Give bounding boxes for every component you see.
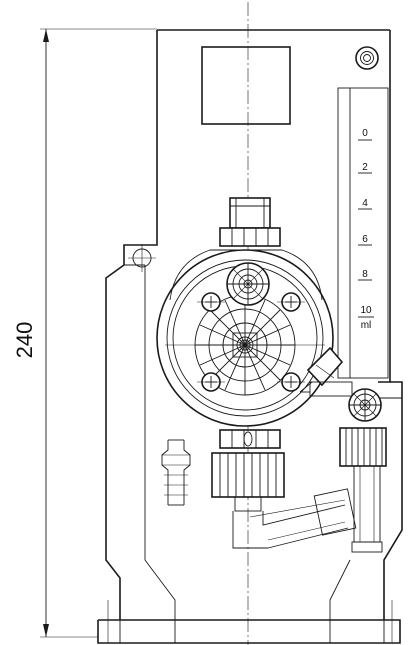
bottom-fitting (219, 429, 281, 449)
scale-label-8: 8 (362, 269, 368, 280)
screw-head-icon (197, 372, 225, 392)
display-window (201, 46, 291, 125)
suction-tube (232, 488, 357, 549)
bottom-knurled-nut (211, 452, 285, 498)
height-dimension-label: 240 (12, 322, 37, 359)
top-fitting (219, 197, 281, 247)
scale-marks: 0 2 4 6 8 10 ml (358, 128, 374, 331)
hose-barb-left (161, 439, 191, 506)
dimension-arrow-bottom (43, 624, 49, 637)
scale-label-10: 10 (360, 305, 372, 316)
scale-label-6: 6 (362, 234, 368, 245)
valve-wheel-icon (348, 388, 382, 422)
crosshair-circle-icon (128, 244, 156, 272)
graduated-tube (337, 87, 389, 379)
housing-body (105, 29, 403, 620)
screw-head-icon (277, 372, 305, 392)
concentric-circle-icon (355, 46, 379, 70)
base-plate (97, 600, 401, 644)
scale-label-4: 4 (362, 198, 368, 209)
valve-wheel-icon (226, 262, 270, 306)
screw-head-icon (197, 292, 225, 312)
right-connector (300, 381, 353, 397)
right-knurled-nut (339, 427, 387, 467)
screw-head-icon (277, 292, 305, 312)
height-dimension: 240 (12, 28, 157, 638)
scale-unit-label: ml (361, 320, 372, 331)
scale-label-2: 2 (362, 162, 368, 173)
right-discharge-tube (351, 465, 383, 553)
dimension-arrow-top (43, 29, 49, 42)
scale-label-0: 0 (362, 128, 368, 139)
